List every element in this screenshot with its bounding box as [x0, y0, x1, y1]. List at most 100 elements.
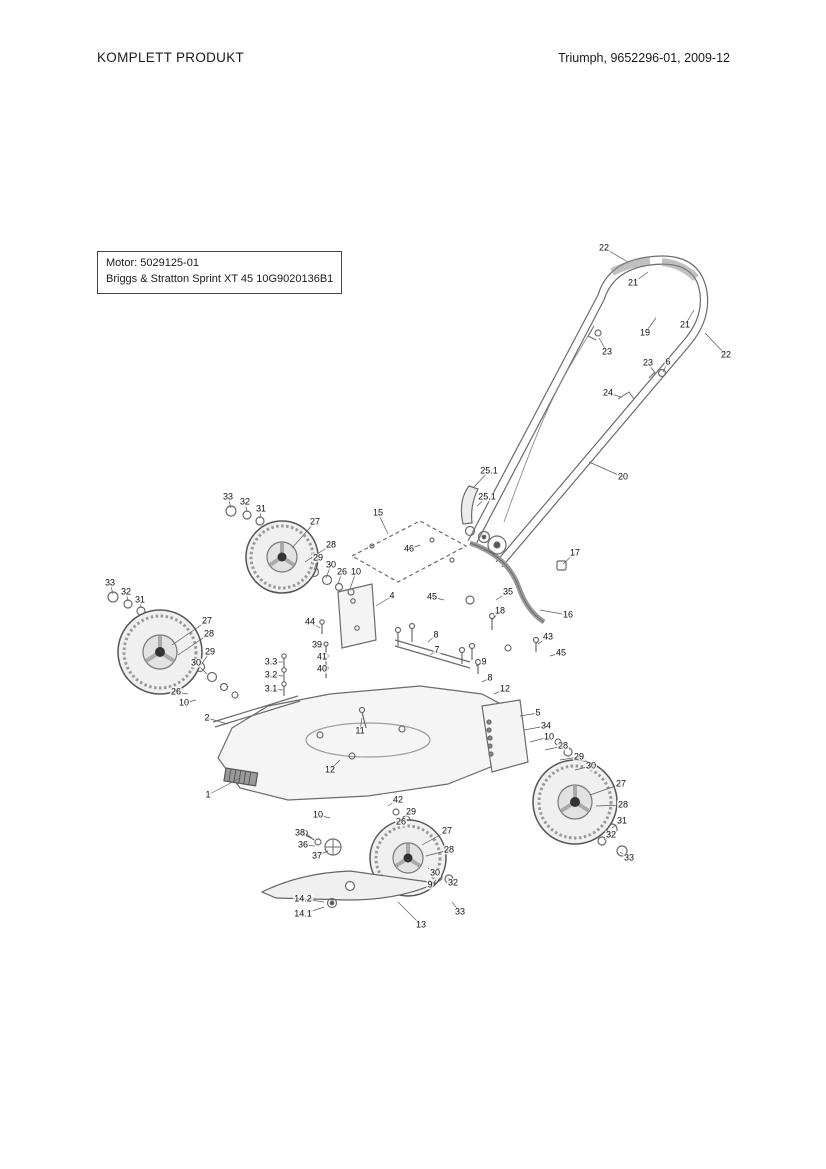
part-callout-45: 45: [425, 591, 439, 602]
part-callout-26: 26: [335, 566, 349, 577]
part-callout-40: 40: [315, 663, 329, 674]
part-callout-14.1: 14.1: [293, 908, 313, 919]
handle-lower-bracket: [469, 535, 567, 625]
cover-panel: [350, 520, 468, 583]
part-callout-46: 46: [402, 543, 416, 554]
part-callout-22: 22: [597, 242, 611, 253]
part-callout-45: 45: [554, 647, 568, 658]
part-callout-22: 22: [719, 349, 733, 360]
part-callout-41: 41: [315, 651, 329, 662]
part-callout-5: 5: [534, 707, 542, 718]
part-callout-15: 15: [371, 507, 385, 518]
part-callout-9: 9: [426, 879, 434, 890]
part-callout-32: 32: [604, 829, 618, 840]
part-callout-28: 28: [324, 539, 338, 550]
part-callout-28: 28: [202, 628, 216, 639]
part-callout-30: 30: [584, 760, 598, 771]
control-lever: [460, 485, 491, 544]
part-callout-11: 11: [354, 725, 366, 736]
part-callout-27: 27: [200, 615, 214, 626]
wheel-rear-right: [532, 759, 618, 845]
part-callout-1: 1: [204, 789, 212, 800]
part-callout-27: 27: [308, 516, 322, 527]
part-callout-35: 35: [501, 586, 515, 597]
part-callout-42: 42: [391, 794, 405, 805]
part-callout-16: 16: [561, 609, 575, 620]
part-callout-36: 36: [296, 839, 310, 850]
part-callout-12: 12: [498, 683, 512, 694]
part-callout-9: 9: [480, 656, 488, 667]
part-callout-13: 13: [414, 919, 428, 930]
part-callout-6: 6: [664, 356, 672, 367]
part-callout-25.1: 25.1: [479, 465, 499, 476]
part-callout-2: 2: [203, 712, 211, 723]
front-grille: [223, 767, 259, 787]
part-callout-44: 44: [303, 616, 317, 627]
part-callout-10: 10: [542, 731, 556, 742]
part-callout-3.1: 3.1: [263, 683, 279, 694]
blade: [260, 870, 439, 909]
part-callout-14.2: 14.2: [293, 893, 313, 904]
part-callout-29: 29: [572, 751, 586, 762]
part-callout-27: 27: [614, 778, 628, 789]
motor-model: Briggs & Stratton Sprint XT 45 10G902013…: [106, 272, 334, 285]
part-callout-30: 30: [428, 867, 442, 878]
part-callout-23: 23: [641, 357, 655, 368]
part-callout-37: 37: [310, 850, 324, 861]
part-callout-29: 29: [311, 552, 325, 563]
part-callout-8: 8: [432, 629, 440, 640]
part-callout-31: 31: [615, 815, 629, 826]
part-callout-26: 26: [394, 816, 408, 827]
part-callout-21: 21: [626, 277, 640, 288]
part-callout-10: 10: [311, 809, 325, 820]
part-callout-21: 21: [678, 319, 692, 330]
part-callout-28: 28: [442, 844, 456, 855]
page-title: KOMPLETT PRODUKT: [97, 50, 245, 65]
part-callout-34: 34: [539, 720, 553, 731]
part-callout-32: 32: [119, 586, 133, 597]
part-callout-10: 10: [177, 697, 191, 708]
part-callout-32: 32: [446, 877, 460, 888]
fastener-stacks: [281, 619, 329, 696]
part-callout-38: 38: [293, 827, 307, 838]
part-callout-18: 18: [493, 605, 507, 616]
part-callout-33: 33: [453, 906, 467, 917]
motor-number: Motor: 5029125-01: [106, 257, 199, 269]
part-callout-10: 10: [349, 566, 363, 577]
part-callout-19: 19: [638, 327, 652, 338]
part-callout-17: 17: [568, 547, 582, 558]
wheel-front-left: [117, 609, 203, 695]
document-reference: Triumph, 9652296-01, 2009-12: [558, 51, 730, 65]
handlebar-assembly: [467, 255, 709, 568]
part-callout-25.1: 25.1: [477, 491, 497, 502]
part-callout-33: 33: [103, 577, 117, 588]
part-callout-12: 12: [323, 764, 337, 775]
motor-info-box: Motor: 5029125-01 Briggs & Stratton Spri…: [97, 251, 343, 294]
part-callout-3.3: 3.3: [263, 656, 279, 667]
part-callout-20: 20: [616, 471, 630, 482]
part-callout-23: 23: [600, 346, 614, 357]
part-callout-32: 32: [238, 496, 252, 507]
part-callout-28: 28: [556, 740, 570, 751]
part-callout-33: 33: [622, 852, 636, 863]
part-callout-28: 28: [616, 799, 630, 810]
part-callout-24: 24: [601, 387, 615, 398]
part-callout-31: 31: [254, 503, 268, 514]
part-callout-43: 43: [541, 631, 555, 642]
part-callout-39: 39: [310, 639, 324, 650]
part-callout-29: 29: [404, 806, 418, 817]
side-plate: [337, 583, 377, 649]
part-callout-30: 30: [324, 559, 338, 570]
part-callout-27: 27: [440, 825, 454, 836]
part-callout-26: 26: [169, 686, 183, 697]
part-callout-3.2: 3.2: [263, 669, 279, 680]
part-callout-33: 33: [221, 491, 235, 502]
part-callout-8: 8: [486, 672, 494, 683]
height-adjust-plate: [481, 699, 529, 773]
part-callout-30: 30: [189, 657, 203, 668]
part-callout-29: 29: [203, 646, 217, 657]
